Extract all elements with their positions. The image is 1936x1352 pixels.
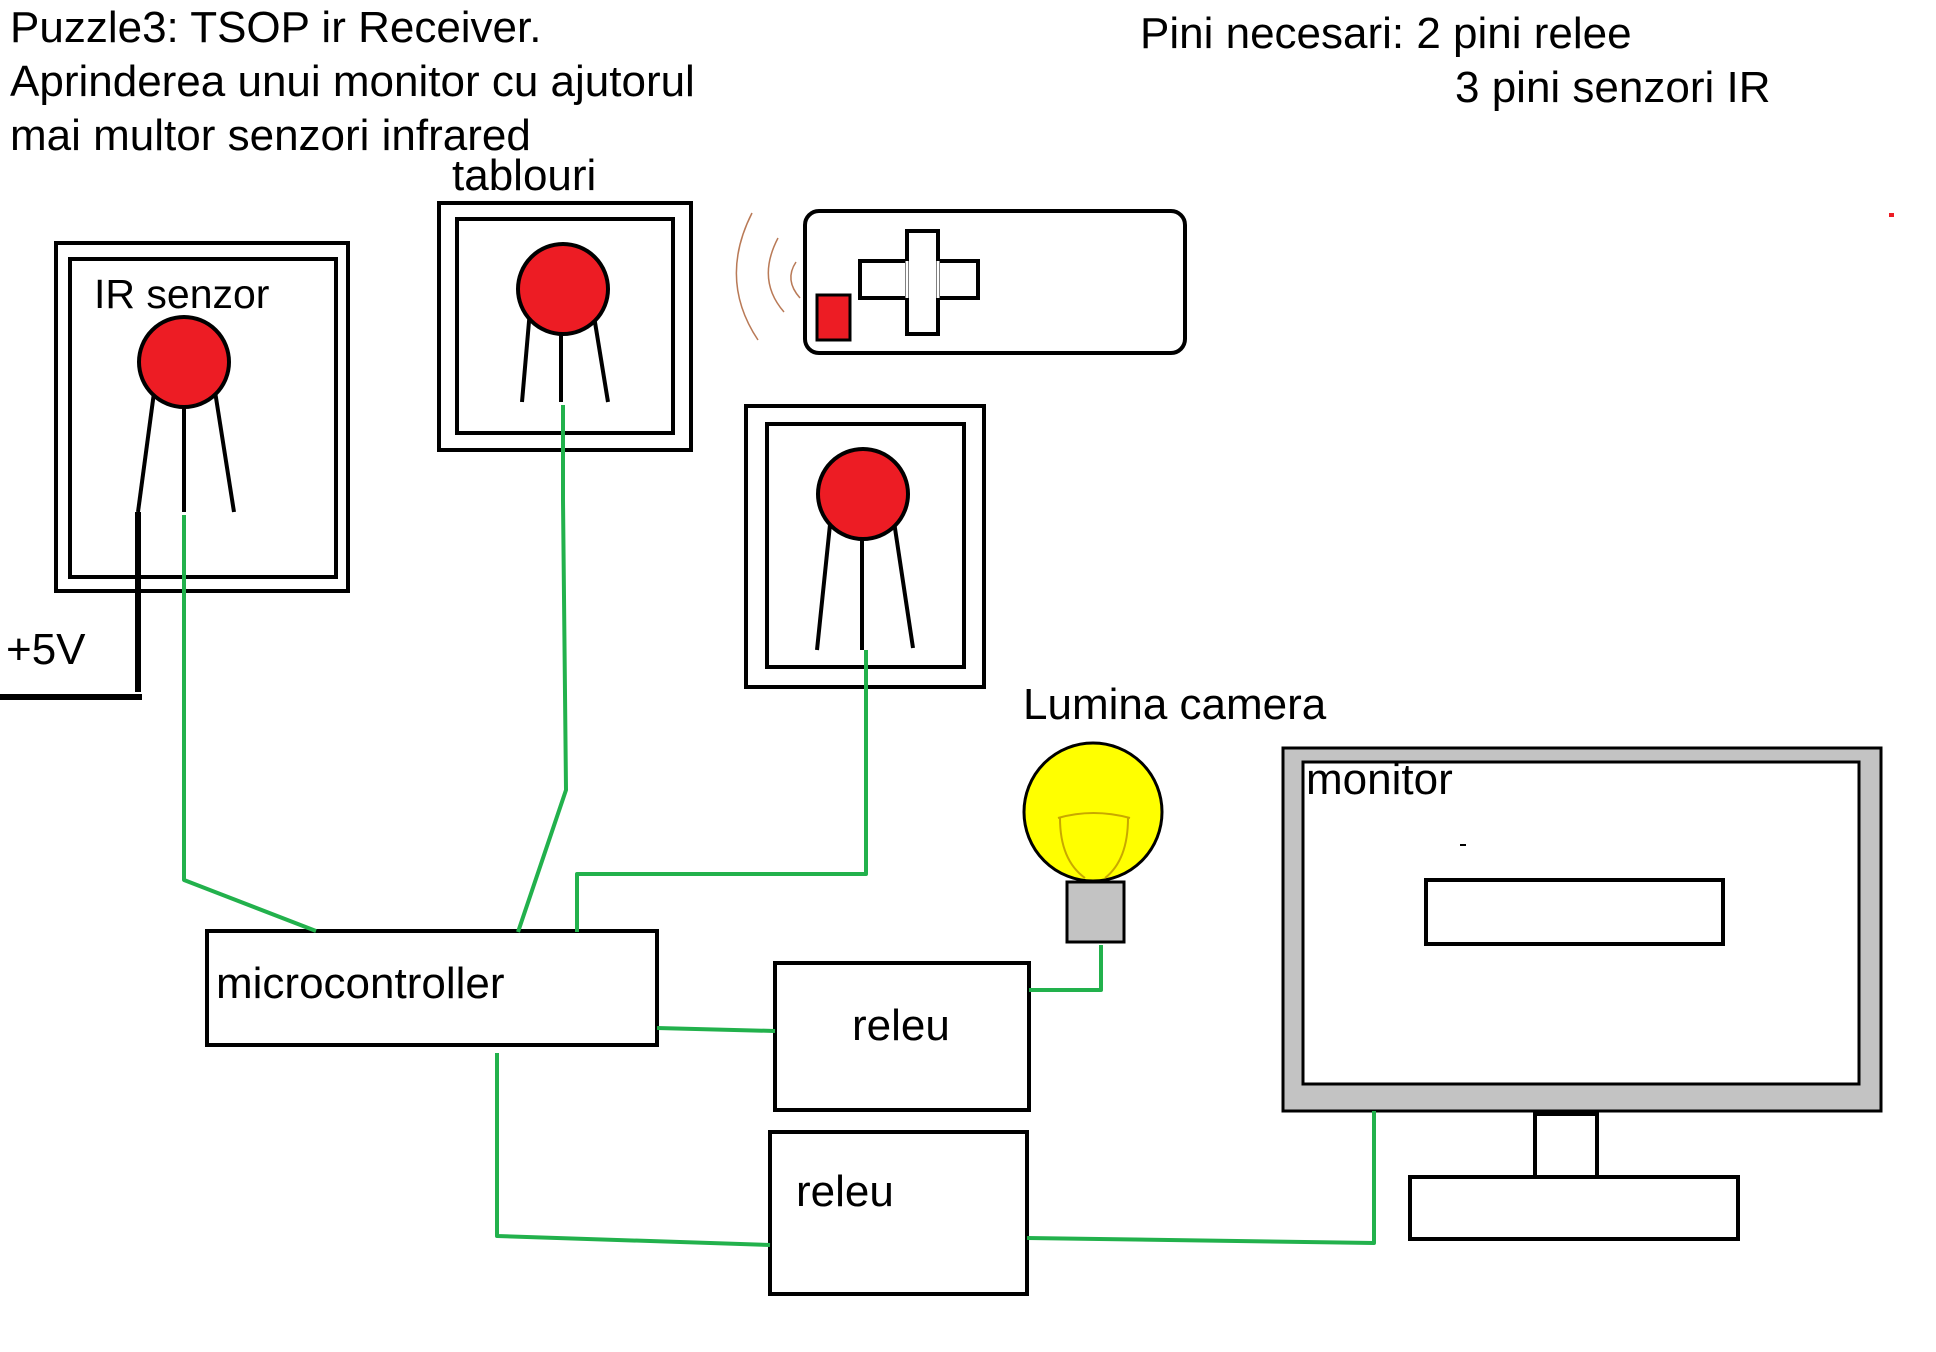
- wire-relay-2-to-monitor: [1026, 1111, 1376, 1245]
- paintings-label: tablouri: [452, 151, 596, 200]
- wire-relay-1-to-bulb: [1029, 945, 1103, 992]
- power-label: +5V: [6, 625, 86, 674]
- relay-1-label: releu: [852, 1001, 950, 1050]
- microcontroller-label: microcontroller: [216, 959, 505, 1008]
- ir-signal-waves-icon: [735, 212, 801, 341]
- ir-sensor-label: IR senzor: [94, 271, 269, 317]
- wire-sensor-1-to-mcu: [182, 515, 317, 933]
- relay-2-box: [768, 1130, 1029, 1296]
- room-light-label: Lumina camera: [1023, 680, 1327, 729]
- room-light-bulb: [1022, 741, 1164, 944]
- relay-2-label: releu: [796, 1167, 894, 1216]
- wire-sensor-2-to-mcu: [516, 405, 568, 933]
- stray-dot: [1889, 213, 1894, 217]
- required-pins-line-2: 3 pini senzori IR: [1455, 63, 1770, 112]
- diagram-title-line-1: Puzzle3: TSOP ir Receiver.: [10, 3, 541, 52]
- monitor: [1281, 746, 1883, 1241]
- ir-sensor-3: [815, 447, 915, 651]
- ir-sensor-1: [136, 315, 236, 513]
- wire-sensor-3-to-mcu: [575, 650, 868, 932]
- wire-mcu-to-relay-2: [495, 1053, 771, 1247]
- ir-sensor-2: [516, 242, 610, 403]
- diagram-title-line-2: Aprinderea unui monitor cu ajutorul: [10, 57, 695, 106]
- required-pins-line-1: Pini necesari: 2 pini relee: [1140, 9, 1632, 58]
- wire-mcu-to-relay-1: [656, 1026, 776, 1033]
- monitor-label: monitor: [1306, 755, 1453, 804]
- diagram-title-line-3: mai multor senzori infrared: [10, 111, 531, 160]
- dpad-icon: [858, 229, 980, 336]
- power-wire: [0, 512, 142, 700]
- ir-remote: [735, 209, 1187, 355]
- microcontroller-box: [205, 929, 659, 1047]
- relay-1-box: [773, 961, 1031, 1112]
- painting-frame-1: [54, 241, 350, 593]
